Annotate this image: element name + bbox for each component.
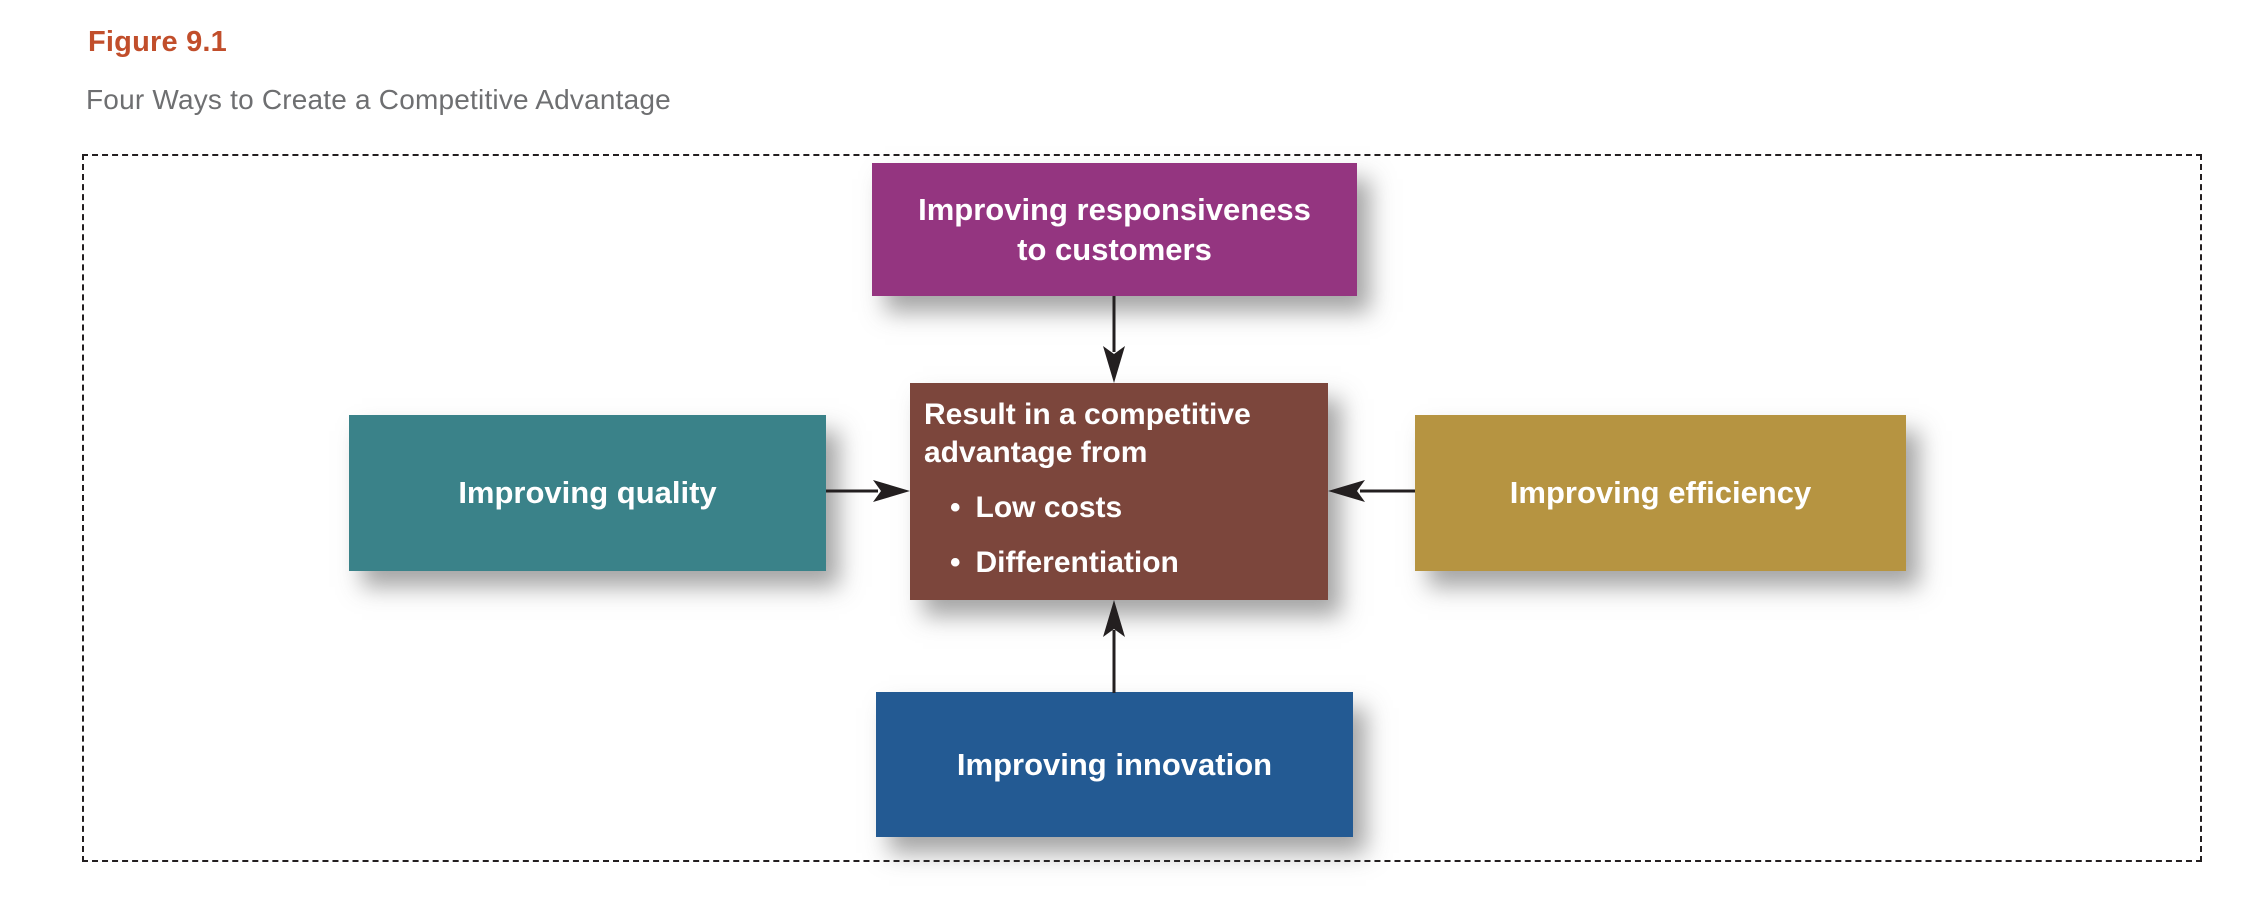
box-improving-efficiency: Improving efficiency	[1415, 415, 1906, 571]
bullet-icon: •	[950, 546, 961, 579]
list-item: • Low costs	[950, 489, 1179, 527]
box-improving-innovation: Improving innovation	[876, 692, 1353, 837]
list-item: • Differentiation	[950, 544, 1179, 582]
box-improving-quality-label: Improving quality	[458, 475, 717, 510]
figure-number-label: Figure 9.1	[88, 26, 227, 58]
bullet-icon: •	[950, 491, 961, 524]
bullet-label: Differentiation	[975, 546, 1179, 579]
bullet-label: Low costs	[975, 491, 1123, 524]
arrow-down-icon	[1099, 296, 1129, 384]
box-improving-efficiency-label: Improving efficiency	[1509, 475, 1812, 510]
box-competitive-advantage-result: Result in a competitive advantage from •…	[910, 383, 1328, 600]
figure-title: Four Ways to Create a Competitive Advant…	[86, 84, 671, 115]
result-box-heading: Result in a competitive advantage from	[924, 398, 1251, 469]
box-improving-quality: Improving quality	[349, 415, 826, 571]
diagram-dashed-frame	[82, 154, 2202, 862]
box-improving-responsiveness-label: Improving responsiveness to customers	[918, 191, 1311, 267]
arrow-right-icon	[826, 476, 910, 506]
box-improving-innovation-label: Improving innovation	[956, 746, 1273, 782]
box-improving-responsiveness: Improving responsiveness to customers	[872, 163, 1357, 296]
result-box-bullet-list: • Low costs • Differentiation	[924, 489, 1179, 599]
arrow-left-icon	[1328, 476, 1415, 506]
arrow-up-icon	[1099, 600, 1129, 693]
